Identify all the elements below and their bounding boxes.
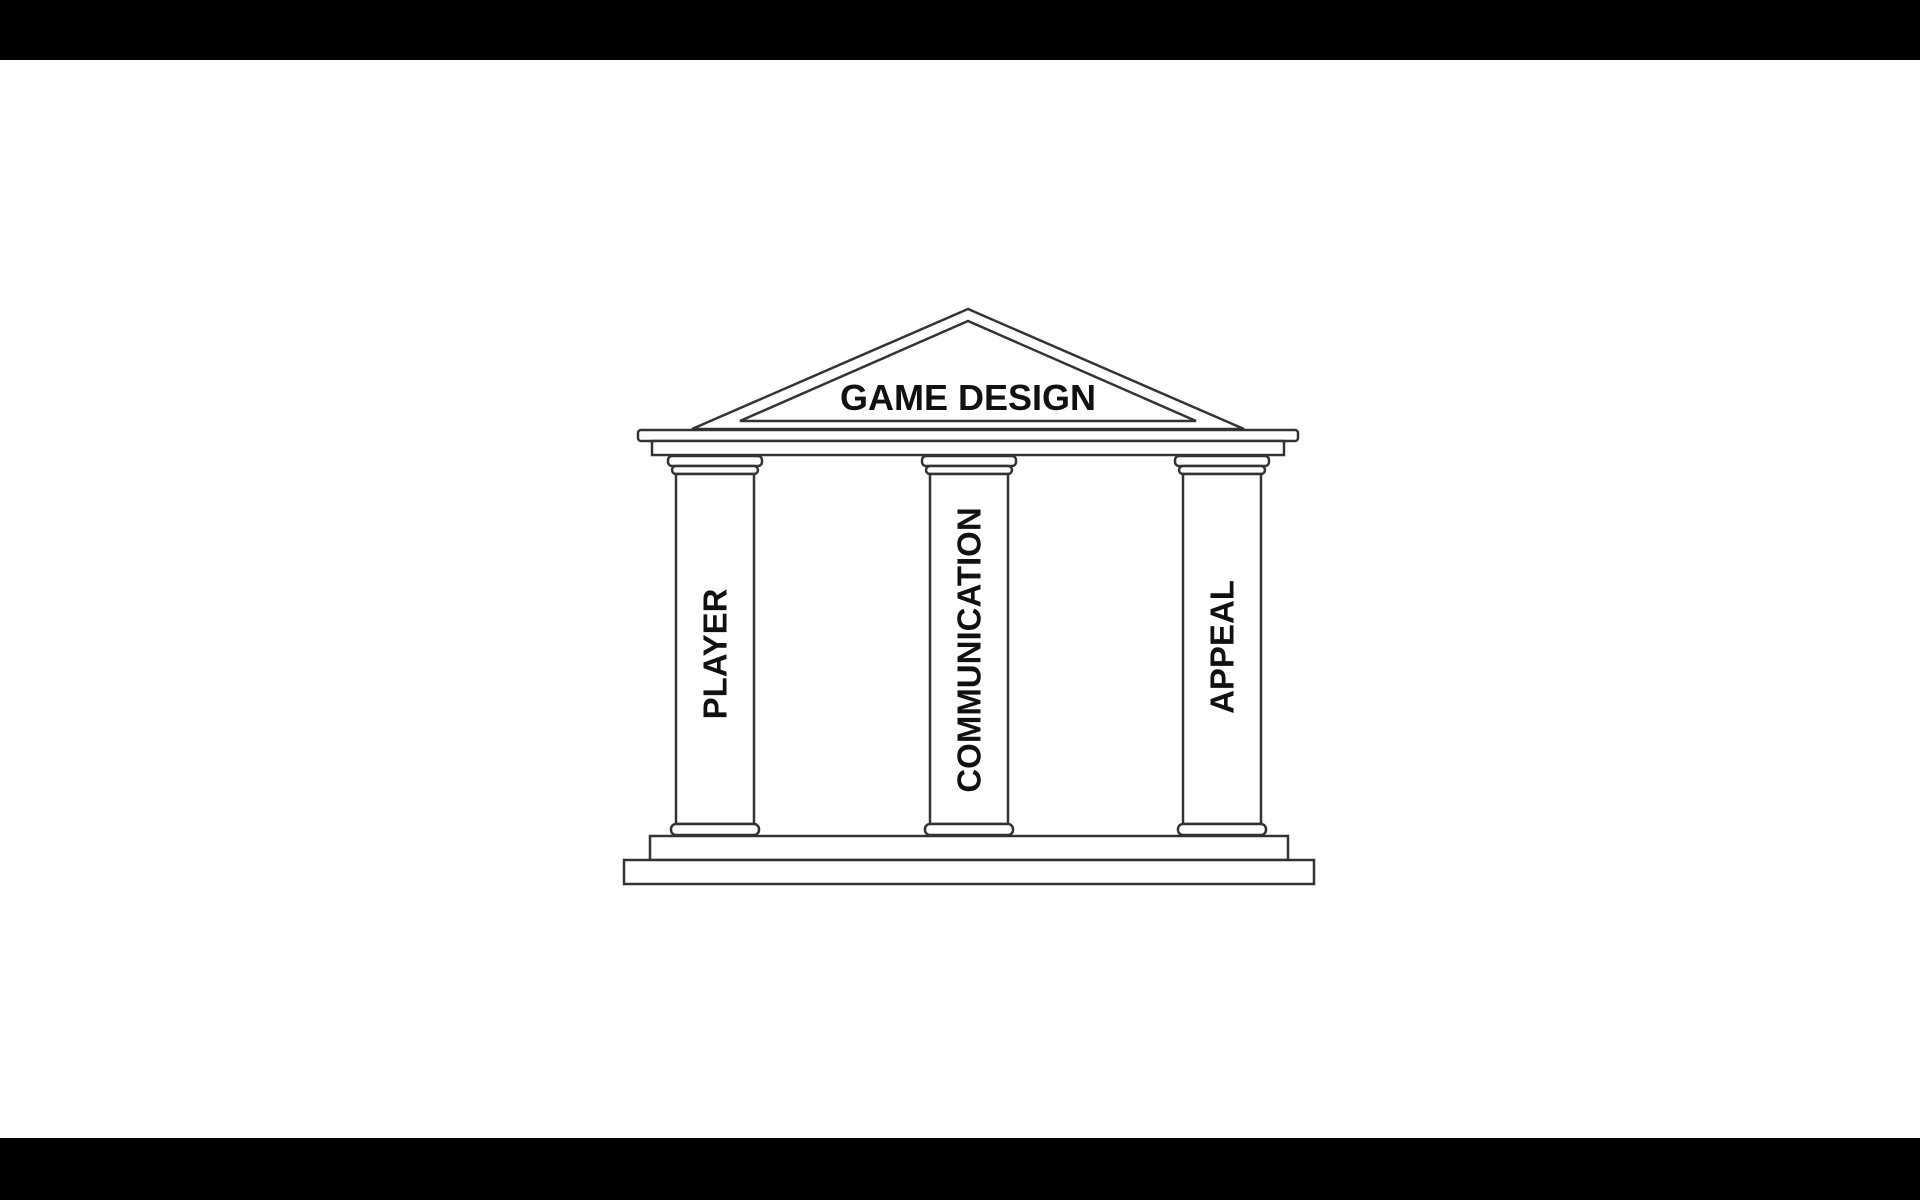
bottom-letterbox-bar [0, 1138, 1920, 1200]
entablature-band [650, 439, 1286, 457]
pillar-label-appeal: APPEAL [1204, 580, 1241, 714]
upper-step [648, 834, 1290, 862]
lower-step [622, 858, 1316, 886]
column-capital [666, 454, 764, 468]
roof-label: GAME DESIGN [840, 377, 1096, 418]
temple-diagram [622, 307, 1316, 886]
top-letterbox-bar [0, 0, 1920, 60]
column-player [666, 454, 764, 837]
pediment-inner [739, 319, 1197, 423]
column-base [923, 822, 1015, 837]
column-shaft [1181, 472, 1263, 826]
entablature-top [636, 428, 1300, 443]
column-base [1176, 822, 1268, 837]
pillar-label-communication: COMMUNICATION [951, 507, 988, 792]
column-appeal [1173, 454, 1271, 837]
column-capital [920, 454, 1018, 468]
column-base [669, 822, 761, 837]
column-communication [920, 454, 1018, 837]
column-capital [1173, 454, 1271, 468]
pillar-label-player: PLAYER [697, 588, 734, 719]
column-shaft [674, 472, 756, 826]
